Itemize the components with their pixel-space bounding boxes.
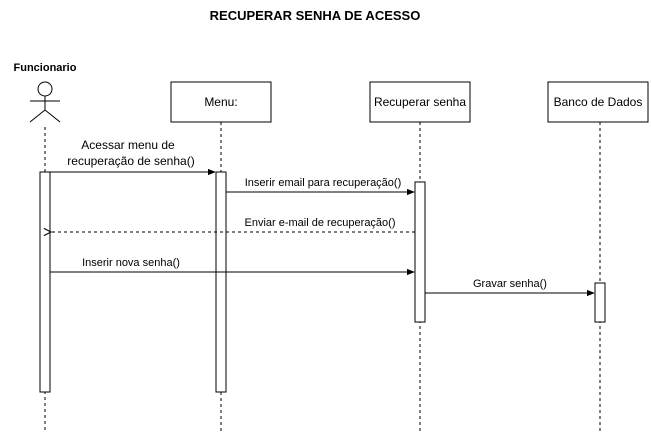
message-label-line-2: recuperação de senha()	[67, 154, 194, 168]
message-acessar-menu: Acessar menu de recuperação de senha()	[50, 138, 216, 176]
activation-recuperar-senha	[414, 181, 426, 323]
participant-label: Banco de Dados	[554, 95, 643, 109]
message-inserir-nova-senha: Inserir nova senha()	[50, 257, 415, 276]
message-label: Inserir email para recuperação()	[245, 177, 402, 189]
participant-banco-de-dados: Banco de Dados	[547, 81, 649, 123]
participant-recuperar-senha: Recuperar senha	[369, 81, 471, 123]
participant-label: Menu:	[204, 95, 237, 109]
message-label: Inserir nova senha()	[82, 257, 180, 269]
actor-label: Funcionario	[14, 62, 77, 74]
activation-funcionario	[39, 171, 51, 393]
activation-banco-de-dados	[594, 282, 606, 323]
participant-box	[547, 81, 649, 123]
message-gravar-senha: Gravar senha()	[425, 278, 595, 297]
participant-menu: Menu:	[170, 81, 272, 123]
diagram-title: RECUPERAR SENHA DE ACESSO	[210, 8, 421, 23]
message-label-line-1: Acessar menu de	[81, 138, 175, 152]
actor-funcionario: Funcionario	[14, 62, 77, 123]
participant-box	[369, 81, 471, 123]
stick-figure-icon	[29, 81, 61, 123]
message-inserir-email: Inserir email para recuperação()	[226, 177, 415, 196]
message-label: Enviar e-mail de recuperação()	[244, 217, 395, 229]
message-label: Gravar senha()	[473, 278, 547, 290]
activation-menu	[215, 171, 227, 393]
participant-label: Recuperar senha	[374, 95, 466, 109]
message-enviar-email: Enviar e-mail de recuperação()	[51, 217, 415, 232]
participant-box	[170, 81, 272, 123]
